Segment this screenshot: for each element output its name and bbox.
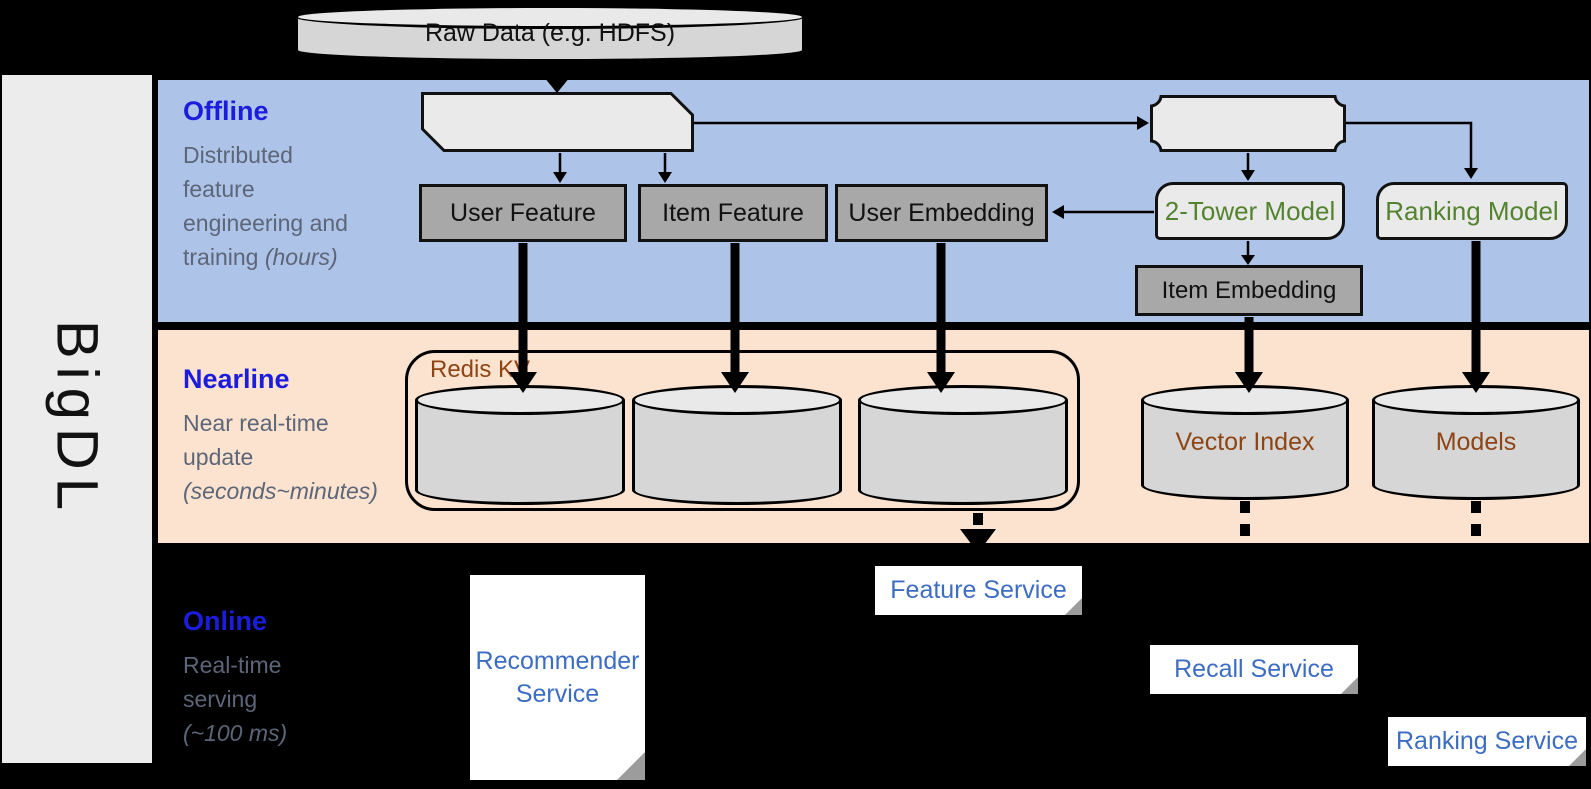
two-tower-model-node: 2-Tower Model xyxy=(1155,182,1345,240)
item-feature-node: Item Feature xyxy=(638,184,828,242)
recommender-service-label: Recommender Service xyxy=(475,647,640,708)
nearline-lane-description: Near real-time update (seconds~minutes) xyxy=(183,406,378,508)
folded-corner-icon xyxy=(617,752,645,780)
redis-shard-cylinder-2 xyxy=(632,385,842,505)
nearline-desc-line2: update xyxy=(183,444,254,470)
offline-desc-line1: Distributed xyxy=(183,142,293,168)
recall-service-node: Recall Service xyxy=(1150,645,1358,694)
offline-desc-line4: training (hours) xyxy=(183,244,338,270)
redis-kv-label: Redis KV xyxy=(430,356,531,383)
folded-corner-icon xyxy=(1065,598,1082,615)
cylinder-top xyxy=(295,5,805,29)
online-lane-title: Online xyxy=(183,606,268,636)
offline-desc-line3: engineering and xyxy=(183,210,348,236)
offline-lane-description: Distributed feature engineering and trai… xyxy=(183,138,348,274)
vector-index-label: Vector Index xyxy=(1175,428,1315,456)
item-embedding-node: Item Embedding xyxy=(1135,265,1363,316)
redis-shard-cylinder-3 xyxy=(858,385,1068,505)
feature-service-label: Feature Service xyxy=(890,576,1067,604)
cylinder-top xyxy=(415,385,625,415)
user-embedding-node: User Embedding xyxy=(835,184,1048,242)
cylinder-body xyxy=(1372,400,1580,485)
models-store: Models xyxy=(1372,385,1580,500)
dnn-training-shape xyxy=(1150,95,1346,152)
recall-service-label: Recall Service xyxy=(1174,655,1334,683)
feature-service-node: Feature Service xyxy=(875,566,1082,615)
user-feature-node: User Feature xyxy=(419,184,627,242)
online-desc-line3: (~100 ms) xyxy=(183,720,288,746)
ranking-service-label: Ranking Service xyxy=(1395,727,1579,755)
cylinder-body xyxy=(415,400,625,490)
nearline-lane-title: Nearline xyxy=(183,364,290,394)
redis-kv-container xyxy=(405,350,1080,511)
vector-index-store: Vector Index xyxy=(1141,385,1349,500)
raw-data-store: Raw Data (e.g. HDFS) xyxy=(295,5,805,62)
bigdl-logo-text: BigDL xyxy=(44,320,110,518)
cylinder-top xyxy=(858,385,1068,415)
ranking-service-node: Ranking Service xyxy=(1388,717,1586,766)
online-desc-line2: serving xyxy=(183,686,258,712)
feature-engineering-shape xyxy=(421,92,694,152)
cylinder-top xyxy=(632,385,842,415)
cylinder-body xyxy=(632,400,842,490)
bigdl-sidebar: BigDL xyxy=(2,75,152,763)
online-lane-description: Real-time serving (~100 ms) xyxy=(183,648,287,750)
offline-lane-title: Offline xyxy=(183,96,269,126)
redis-shard-cylinder-1 xyxy=(415,385,625,505)
cylinder-body xyxy=(858,400,1068,490)
raw-data-label: Raw Data (e.g. HDFS) xyxy=(424,19,676,47)
recommender-service-node: Recommender Service xyxy=(470,575,645,780)
online-desc-line1: Real-time xyxy=(183,652,282,678)
models-label: Models xyxy=(1435,428,1517,456)
folded-corner-icon xyxy=(1341,677,1358,694)
nearline-desc-line3: (seconds~minutes) xyxy=(183,478,378,504)
offline-desc-line2: feature xyxy=(183,176,255,202)
nearline-desc-line1: Near real-time xyxy=(183,410,329,436)
ranking-model-node: Ranking Model xyxy=(1376,182,1568,240)
cylinder-body xyxy=(1141,400,1349,485)
